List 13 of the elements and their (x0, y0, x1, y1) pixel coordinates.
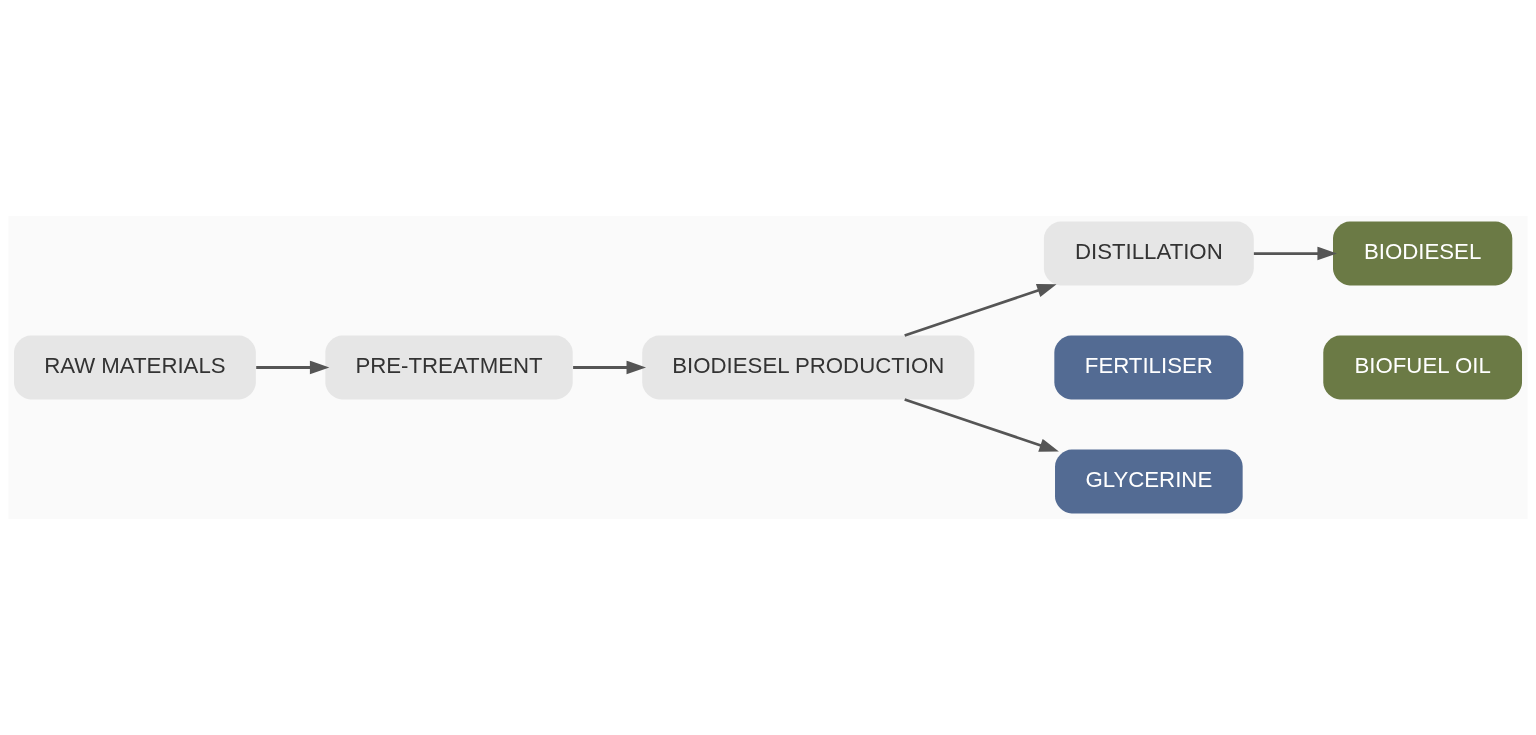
node-box: PRE-TREATMENT (325, 335, 573, 400)
arrow (1253, 246, 1337, 261)
arrow (904, 283, 1057, 337)
node-box: DISTILLATION (1043, 221, 1254, 286)
arrow (256, 360, 330, 375)
node-box: FERTILISER (1054, 335, 1244, 400)
node-box: GLYCERINE (1055, 449, 1243, 514)
arrow (573, 360, 647, 375)
node-box: BIOFUEL OIL (1323, 335, 1523, 400)
node-box: RAW MATERIALS (13, 335, 256, 400)
node-box: BIODIESEL (1333, 221, 1513, 286)
arrow (904, 398, 1059, 452)
node-box: BIODIESEL PRODUCTION (642, 335, 975, 400)
